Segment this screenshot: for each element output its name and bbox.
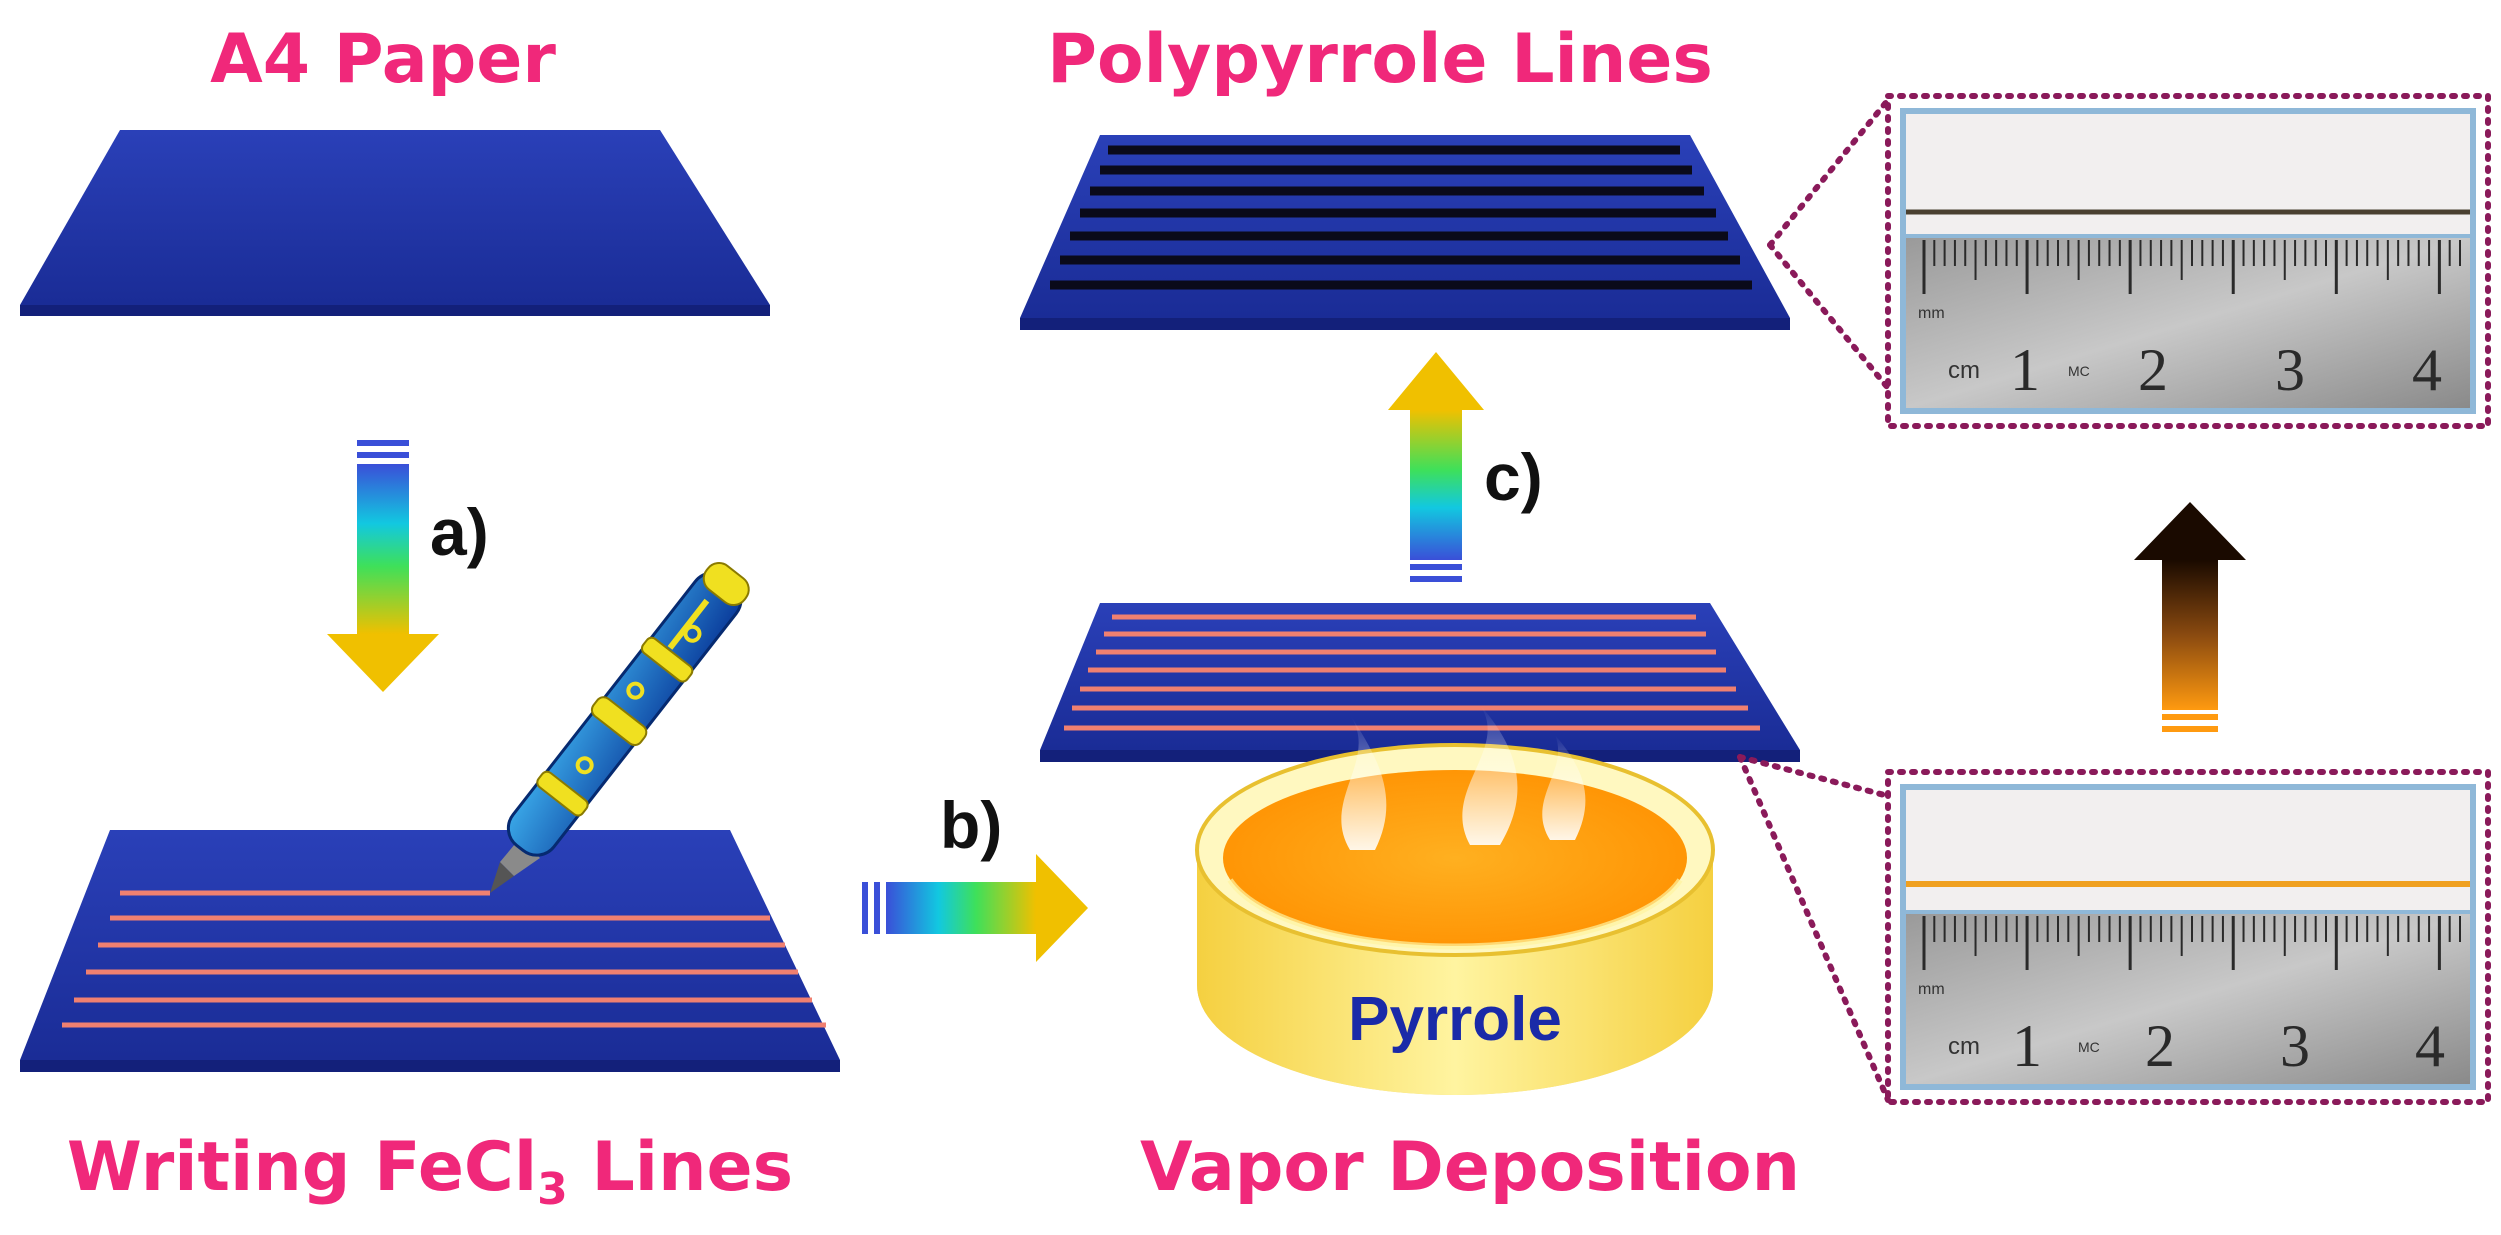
ruler-bottom bbox=[1922, 916, 2461, 970]
ruler-top-number-3: 3 bbox=[2275, 337, 2305, 403]
arrow-step-c bbox=[1388, 352, 1484, 582]
ruler-top-unit-mm: mm bbox=[1918, 305, 1945, 322]
ruler-bottom-number-2: 2 bbox=[2145, 1013, 2175, 1079]
title-vapor-deposition: Vapor Deposition bbox=[1140, 1128, 1800, 1207]
photo-bottom-frame bbox=[1885, 769, 2491, 1105]
ruler-top-unit-cm: cm bbox=[1948, 357, 1980, 384]
ruler-top-number-4: 4 bbox=[2412, 337, 2442, 403]
polypyrrole-paper-sheet bbox=[1020, 135, 1790, 330]
arrow-step-a bbox=[327, 440, 439, 692]
ruler-top bbox=[1922, 240, 2461, 294]
pen-icon bbox=[490, 562, 750, 893]
fecl3-lines bbox=[62, 890, 826, 1028]
label-step-a: a) bbox=[430, 495, 489, 569]
ruler-bottom-unit-mm: mm bbox=[1918, 981, 1945, 998]
title-writing-fecl3-lines: Writing FeCl3 Lines bbox=[67, 1128, 793, 1215]
ruler-top-number-2: 2 bbox=[2138, 337, 2168, 403]
writing-suffix: Lines bbox=[568, 1128, 793, 1207]
vapor-plumes bbox=[1341, 705, 1586, 850]
title-polypyrrole-lines: Polypyrrole Lines bbox=[1047, 20, 1713, 99]
label-step-c: c) bbox=[1484, 440, 1543, 514]
ruler-top-logo: MC bbox=[2068, 363, 2090, 379]
writing-prefix: Writing FeCl bbox=[67, 1128, 537, 1207]
writing-subscript: 3 bbox=[537, 1164, 568, 1215]
arrow-step-b bbox=[862, 854, 1088, 962]
ruler-top-number-1: 1 bbox=[2010, 337, 2040, 403]
label-step-b: b) bbox=[940, 788, 1002, 862]
fecl3-lines-over-dish bbox=[1064, 614, 1760, 731]
title-a4-paper: A4 Paper bbox=[210, 20, 556, 99]
ruler-bottom-logo: MC bbox=[2078, 1039, 2100, 1055]
ruler-bottom-unit-cm: cm bbox=[1948, 1033, 1980, 1060]
fecl3-paper-sheet bbox=[20, 830, 840, 1072]
arrow-color-change bbox=[2134, 502, 2246, 732]
polypyrrole-lines bbox=[1050, 145, 1752, 290]
dotted-connectors bbox=[1737, 97, 1891, 1103]
ruler-bottom-number-3: 3 bbox=[2280, 1013, 2310, 1079]
fecl3-paper-over-dish bbox=[1040, 603, 1800, 762]
dish-label-pyrrole: Pyrrole bbox=[1348, 985, 1562, 1054]
ruler-bottom-number-4: 4 bbox=[2415, 1013, 2445, 1079]
a4-paper-sheet bbox=[20, 130, 770, 316]
photo-top-frame bbox=[1885, 93, 2491, 429]
ruler-bottom-number-1: 1 bbox=[2012, 1013, 2042, 1079]
